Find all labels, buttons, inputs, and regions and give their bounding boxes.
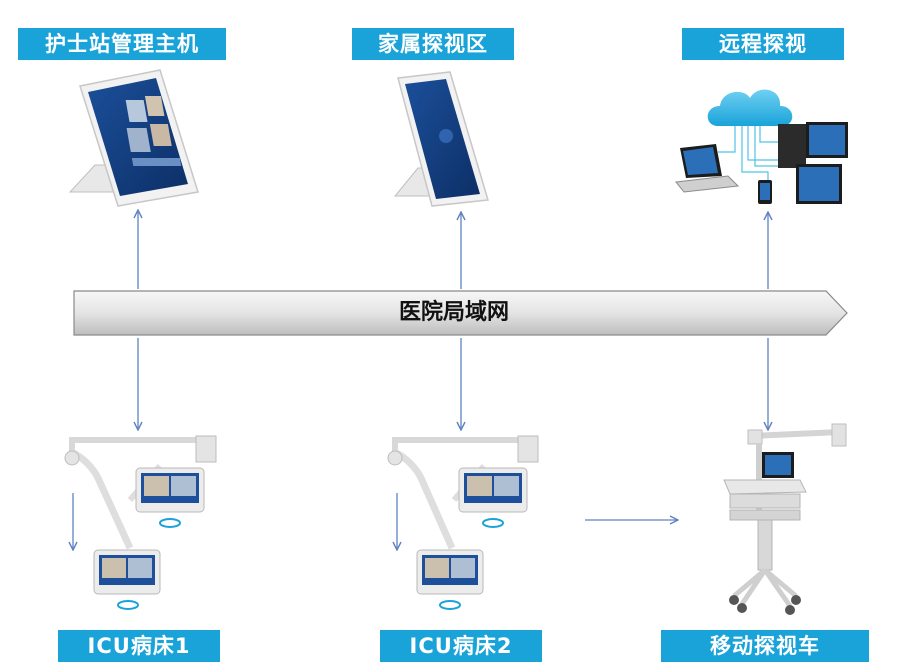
icu-bed2-label: ICU病床2 <box>380 630 542 662</box>
network-label: 医院局域网 <box>398 300 509 325</box>
mobile-cart-icon <box>723 423 847 615</box>
icu-bed2-monitor-arm-icon <box>387 435 539 610</box>
nurse-station-tablet-icon <box>68 69 199 207</box>
mobile-cart-label: 移动探视车 <box>661 630 869 662</box>
family-area-label: 家属探视区 <box>352 28 514 60</box>
nurse-station-label: 护士站管理主机 <box>18 28 226 60</box>
network-bus <box>73 290 848 336</box>
icu-bed1-monitor-arm-icon <box>64 435 217 610</box>
remote-visit-label: 远程探视 <box>682 28 844 60</box>
family-area-tablet-icon <box>393 71 489 207</box>
connection-arrows <box>73 210 768 550</box>
icu-bed1-label: ICU病床1 <box>58 630 220 662</box>
remote-network-icon <box>668 70 852 210</box>
